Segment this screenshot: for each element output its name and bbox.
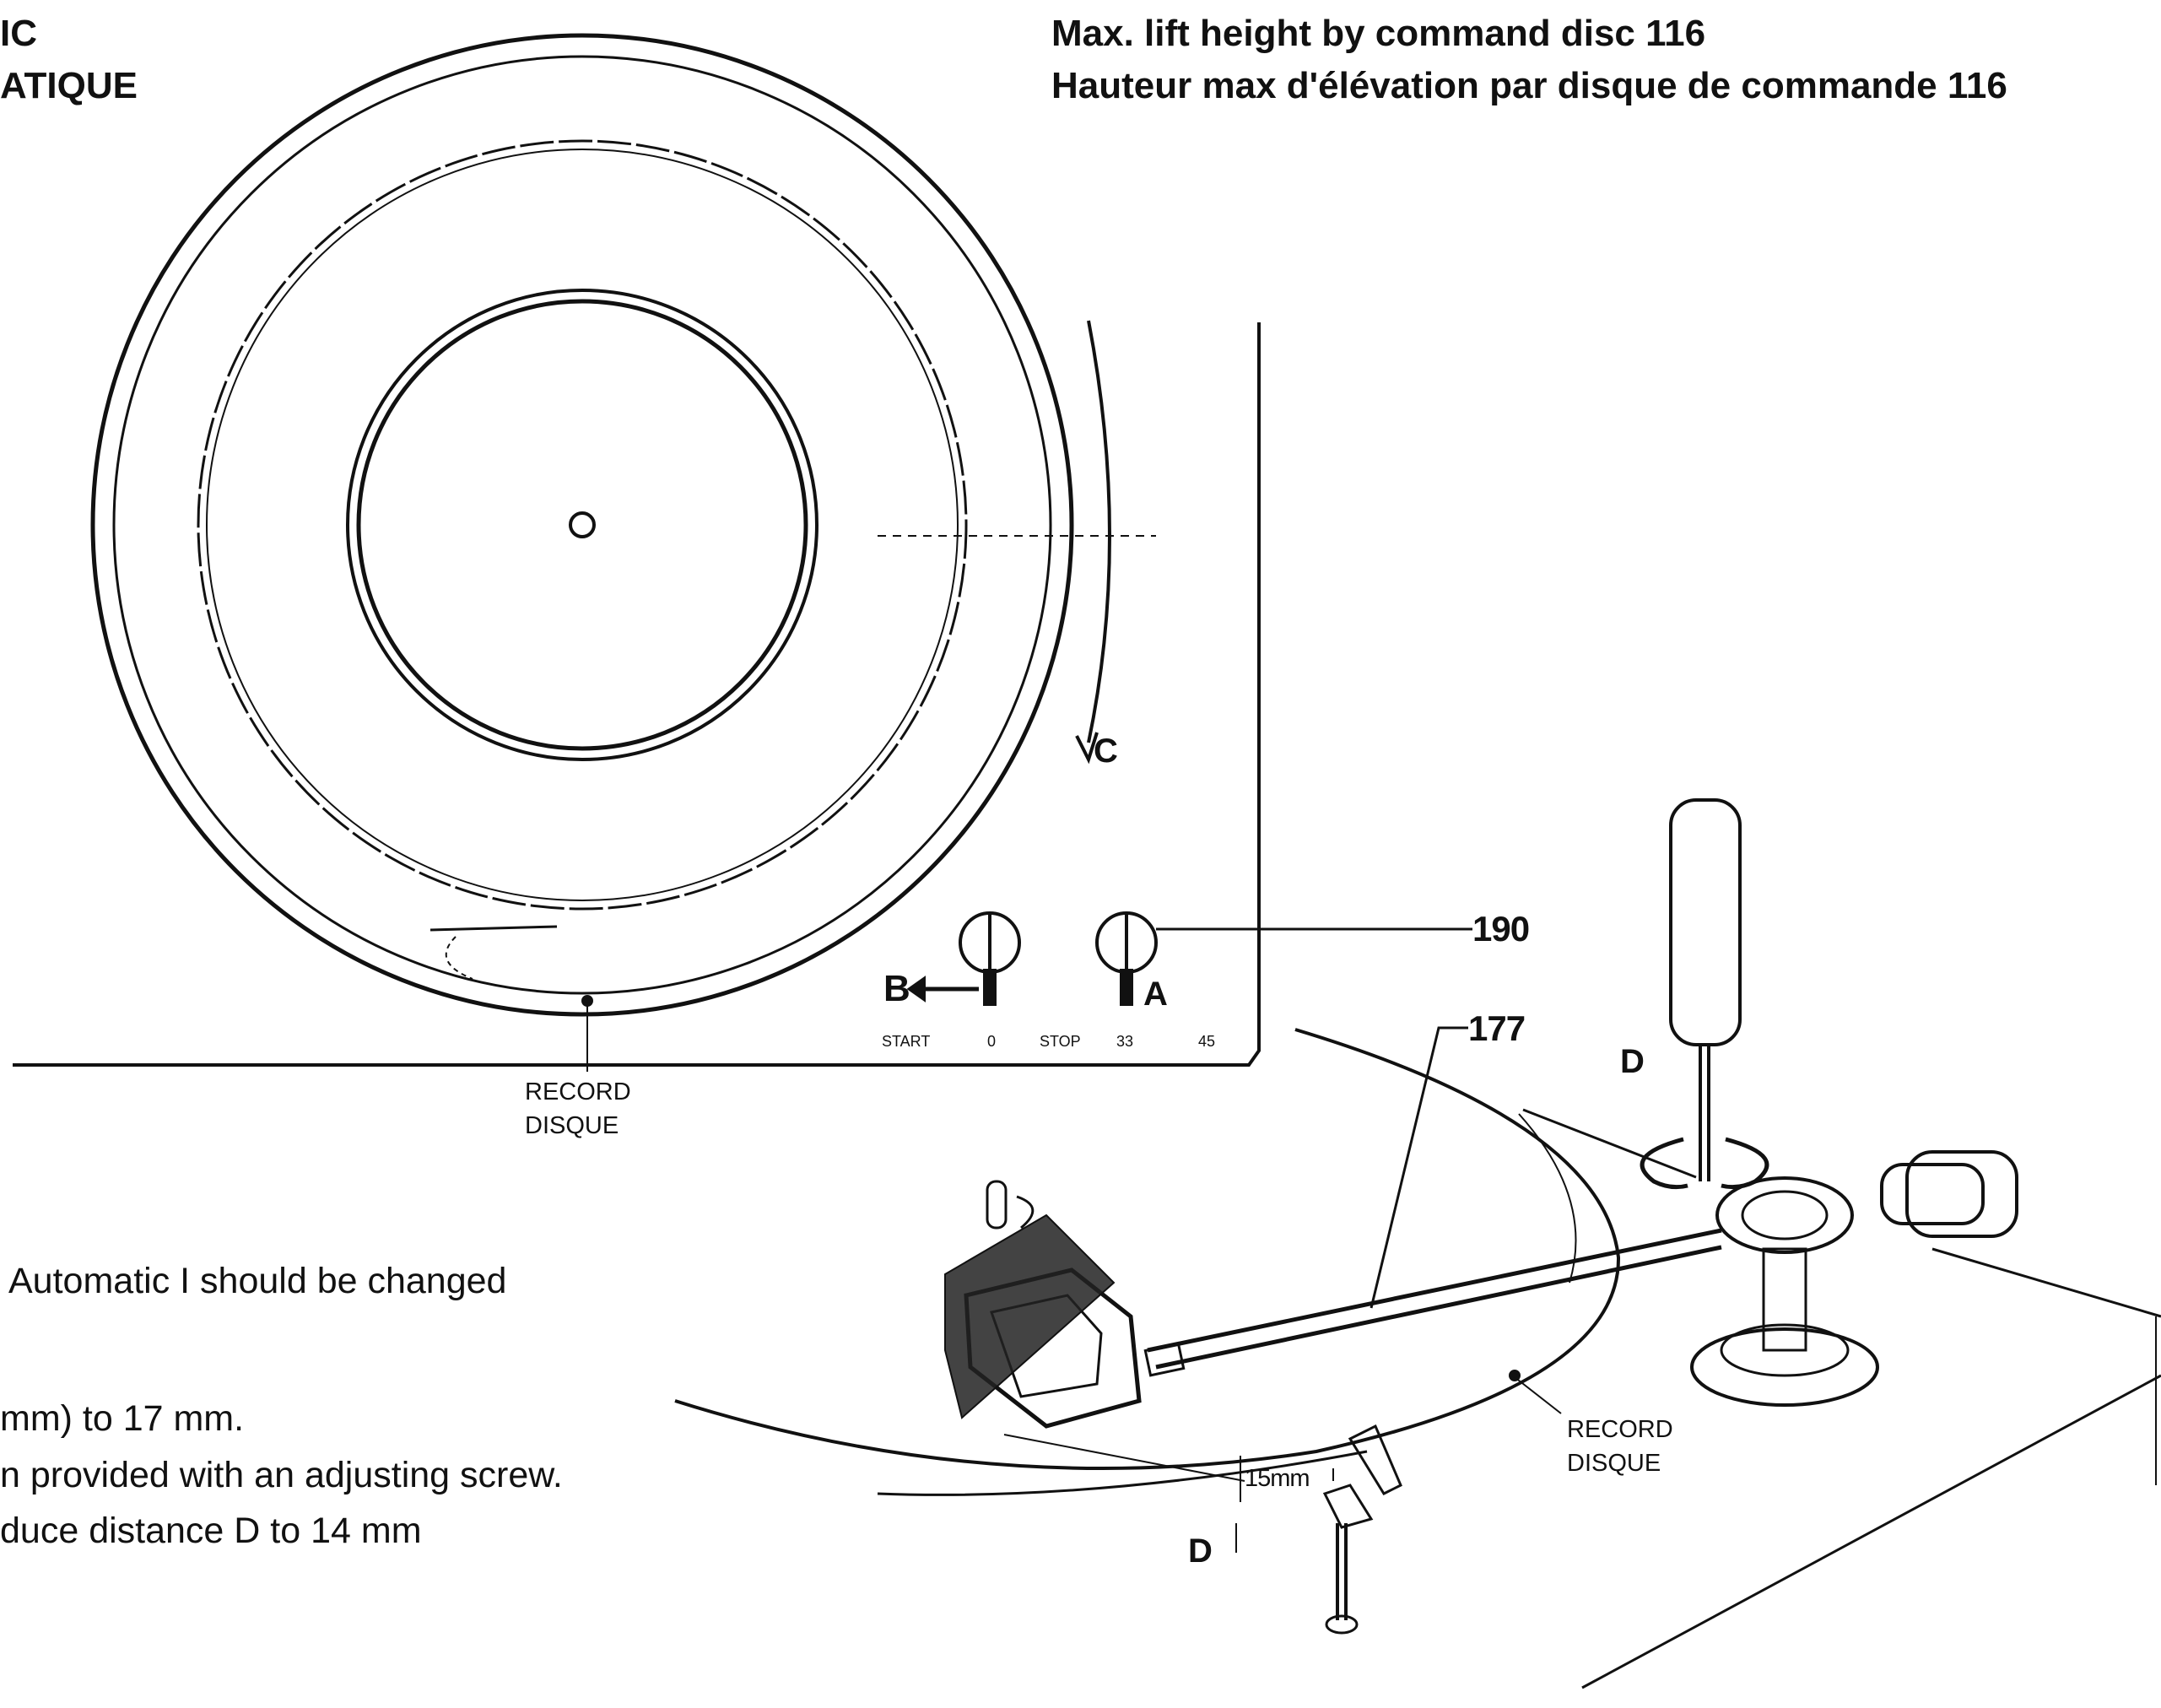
stylus-ghost-icon: [986, 1180, 1035, 1230]
speed-knob-right: [1095, 911, 1158, 1006]
scale-start-label: START: [882, 1033, 931, 1050]
record-bottom-label-line2: DISQUE: [1567, 1450, 1661, 1477]
measure-15mm-label: 15mm: [1245, 1465, 1310, 1492]
d-top-label: D: [1620, 1043, 1645, 1080]
record-top-label-line1: RECORD: [525, 1078, 631, 1105]
cartridge-icon: [944, 1213, 1142, 1429]
scale-stop-label: STOP: [1040, 1033, 1081, 1050]
ref-177-label: 177: [1468, 1008, 1526, 1048]
tonearm: [1143, 1228, 1722, 1377]
record-perspective: [674, 1028, 1621, 1470]
rotation-arrow-c: [1087, 320, 1111, 743]
knob-a-label: A: [1143, 976, 1168, 1013]
header-left-line2: ATIQUE: [0, 65, 138, 106]
ref-190-label: 190: [1472, 909, 1530, 949]
speed-knob-left: [959, 911, 1021, 1006]
d-bottom-label: D: [1188, 1532, 1213, 1570]
note-line3: n provided with an adjusting screw.: [0, 1455, 563, 1495]
spindle-icon: [569, 511, 596, 538]
screwdriver-icon: [1669, 798, 1742, 1181]
arm-rest-icon: [1322, 1424, 1402, 1635]
knob-b-label: B: [883, 968, 910, 1009]
direction-c-label: C: [1094, 732, 1118, 770]
record-top-label-line2: DISQUE: [525, 1112, 619, 1139]
header-right-line2: Hauteur max d'élévation par disque de co…: [1051, 65, 2007, 106]
base-plate-outline: [13, 322, 1261, 1067]
note-line4: duce distance D to 14 mm: [0, 1511, 422, 1551]
scale-0-label: 0: [987, 1033, 997, 1050]
record-bottom-label-line1: RECORD: [1567, 1416, 1673, 1443]
note-line1: Automatic I should be changed: [8, 1261, 507, 1301]
tonearm-base: [1690, 1150, 2018, 1407]
header-right-line1: Max. lift height by command disc 116: [1051, 13, 1706, 54]
platter-top-view: [90, 33, 1156, 1017]
header-left-line1: IC: [0, 13, 37, 54]
scale-45-label: 45: [1198, 1033, 1216, 1050]
scale-33-label: 33: [1116, 1033, 1134, 1050]
note-line2: mm) to 17 mm.: [0, 1398, 245, 1439]
